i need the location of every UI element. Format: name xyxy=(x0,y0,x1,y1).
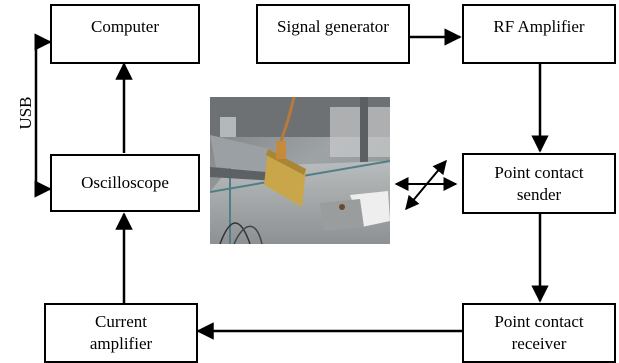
usb-label: USB xyxy=(16,96,35,130)
sender-label-line2: sender xyxy=(516,184,562,204)
receiver-label-line2: receiver xyxy=(511,334,567,353)
signal-generator-label: Signal generator xyxy=(277,17,389,36)
current-amplifier-label-line2: amplifier xyxy=(89,334,153,353)
usb-link xyxy=(34,33,52,198)
rf-amplifier-box: RF Amplifier xyxy=(462,4,616,64)
double-arrow-diagonal xyxy=(405,159,447,211)
rf-amplifier-label: RF Amplifier xyxy=(493,17,585,36)
computer-label: Computer xyxy=(91,17,159,36)
point-contact-sender-box: Point contact sender xyxy=(462,153,616,214)
signal-generator-box: Signal generator xyxy=(256,4,410,64)
oscilloscope-box: Oscilloscope xyxy=(50,154,200,212)
receiver-label-line1: Point contact xyxy=(494,312,584,331)
sender-label-line1: Point contact xyxy=(494,162,584,182)
computer-box: Computer xyxy=(50,4,200,64)
oscilloscope-label: Oscilloscope xyxy=(81,173,169,192)
current-amplifier-label-line1: Current xyxy=(95,312,147,331)
point-contact-receiver-box: Point contact receiver xyxy=(462,303,616,363)
setup-photo xyxy=(210,97,390,244)
current-amplifier-box: Current amplifier xyxy=(44,303,198,363)
